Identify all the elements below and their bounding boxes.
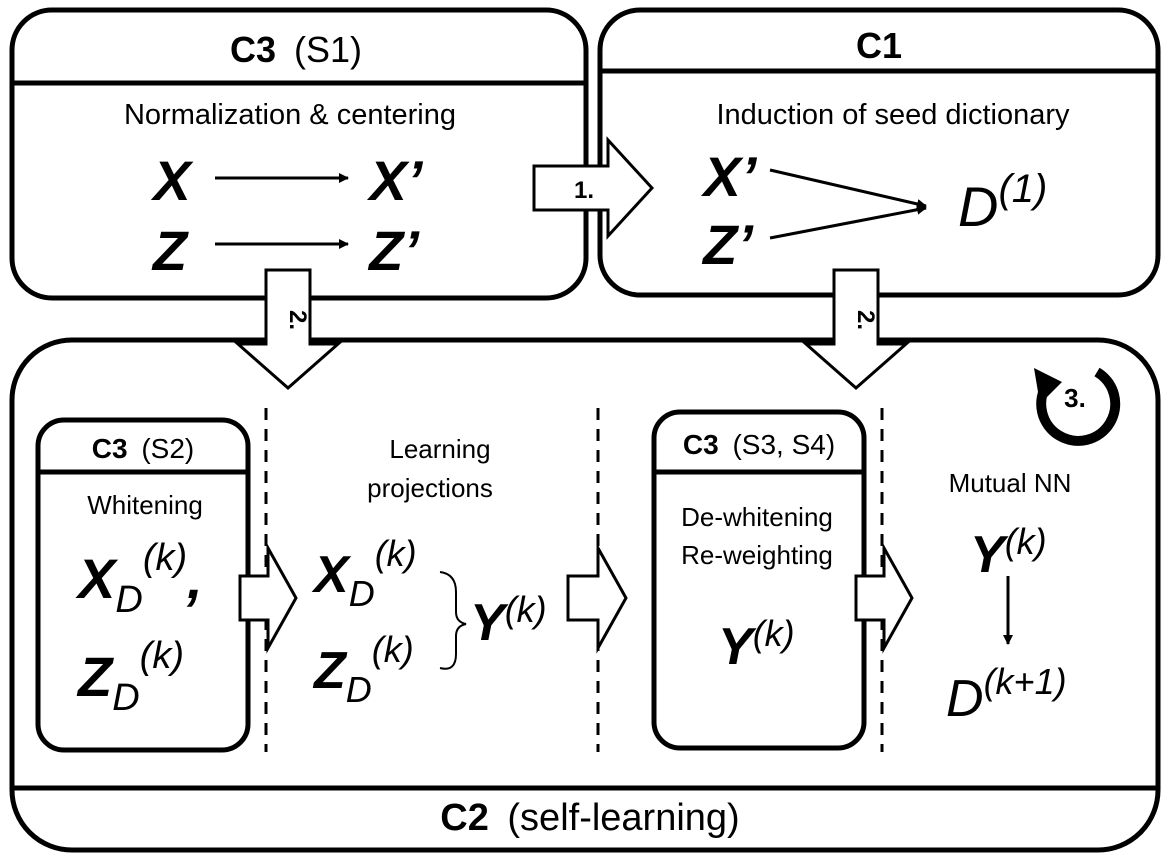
mutual-d-sup: (k+1): [984, 661, 1067, 702]
c3-s2-caption: Whitening: [87, 490, 203, 520]
c3-s1-x-prime: X’: [367, 149, 424, 212]
svg-text:D(k+1): D(k+1): [946, 661, 1067, 728]
step-1-arrow: 1.: [532, 136, 655, 240]
learning-line2: projections: [367, 473, 493, 503]
c1-x-prime: X’: [701, 145, 758, 208]
svg-text:D(1): D(1): [958, 167, 1047, 238]
learning-y-sup: (k): [505, 589, 547, 630]
step-3-label: 3.: [1064, 383, 1086, 413]
mutual-y: Y: [970, 526, 1009, 584]
c3-s2-z: Z: [76, 645, 114, 708]
svg-text:C3 (S3, S4): C3 (S3, S4): [683, 429, 835, 460]
c3-s2-x-sup: (k): [143, 537, 187, 579]
c3-s1-z: Z: [151, 219, 189, 282]
svg-text:C3 (S1): C3 (S1): [230, 29, 362, 70]
c3-s2-z-sub: D: [112, 677, 139, 719]
svg-text:Y(k): Y(k): [970, 521, 1047, 584]
c2-id: C2: [440, 797, 489, 839]
flow-arrow-3: [854, 542, 914, 654]
step-2-label-left: 2.: [284, 310, 311, 330]
c3-s34-line2: Re-weighting: [681, 540, 833, 570]
mutual-d: D: [946, 670, 984, 728]
c1-d: D: [958, 175, 998, 238]
flow-arrow-2: [566, 542, 628, 654]
svg-text:C2 (self-learning): C2 (self-learning): [440, 797, 739, 839]
c3-s34-id: C3: [683, 429, 719, 460]
learning-x: X: [311, 546, 352, 604]
step-2-arrow-right: 2.: [802, 268, 910, 390]
c1-caption: Induction of seed dictionary: [716, 99, 1070, 131]
step-1-label: 1.: [574, 177, 594, 204]
svg-text:C3 (S2): C3 (S2): [92, 433, 194, 464]
c3-s1-sub: (S1): [294, 29, 362, 70]
learning-line1: Learning: [389, 434, 490, 464]
svg-text:ZD(k): ZD(k): [76, 635, 184, 719]
c3-s2-box: C3 (S2) Whitening XD(k), ZD(k): [35, 417, 251, 753]
svg-text:XD(k),: XD(k),: [75, 537, 203, 621]
loop-icon: 3.: [1034, 367, 1121, 446]
c3-s2-x: X: [75, 547, 119, 610]
svg-text:ZD(k): ZD(k): [312, 629, 414, 710]
flow-arrow-1: [238, 542, 298, 654]
c3-s34-y: Y: [718, 618, 757, 676]
learning-z: Z: [312, 642, 348, 700]
c3-s2-id: C3: [92, 433, 128, 464]
svg-text:XD(k): XD(k): [311, 533, 417, 614]
c3-s2-x-sub: D: [115, 579, 142, 621]
c3-s1-z-prime: Z’: [367, 219, 420, 282]
c1-id: C1: [856, 25, 902, 66]
svg-text:Y(k): Y(k): [470, 589, 547, 652]
c1-box: C1 Induction of seed dictionary X’ Z’ D(…: [597, 7, 1161, 298]
c3-s34-sub: (S3, S4): [732, 429, 835, 460]
c3-s1-box: C3 (S1) Normalization & centering X X’ Z…: [9, 7, 589, 301]
step-2-label-right: 2.: [852, 310, 879, 330]
learning-x-sup: (k): [375, 533, 417, 574]
c3-s34-line1: De-whitening: [681, 502, 833, 532]
c3-s34-y-sup: (k): [753, 613, 795, 654]
learning-y: Y: [470, 594, 509, 652]
mutual-nn: Mutual NN Y(k) D(k+1): [946, 468, 1071, 728]
c3-s34-box: C3 (S3, S4) De-whitening Re-weighting Y(…: [651, 409, 867, 751]
c3-s1-caption: Normalization & centering: [124, 99, 456, 131]
c3-s2-sub: (S2): [141, 433, 194, 464]
learning-projections: Learning projections XD(k) ZD(k) Y(k): [311, 434, 547, 710]
c3-s1-x: X: [150, 149, 194, 212]
step-2-arrow-left: 2.: [234, 268, 342, 390]
learning-x-sub: D: [349, 573, 375, 614]
mutual-y-sup: (k): [1005, 521, 1047, 562]
c1-z-arrow: [769, 204, 927, 240]
c3-s2-z-sup: (k): [140, 635, 184, 677]
c2-sub: (self-learning): [507, 797, 739, 839]
svg-text:Y(k): Y(k): [718, 613, 795, 676]
mutual-caption: Mutual NN: [949, 468, 1072, 498]
c3-s1-id: C3: [230, 29, 276, 70]
c1-d-sup: (1): [998, 167, 1047, 211]
learning-z-sup: (k): [372, 629, 414, 670]
c1-x-arrow: [769, 168, 927, 209]
c3-s2-comma: ,: [186, 547, 203, 610]
learning-z-sub: D: [346, 669, 372, 710]
c1-z-prime: Z’: [701, 213, 754, 276]
learning-brace: [439, 571, 467, 670]
